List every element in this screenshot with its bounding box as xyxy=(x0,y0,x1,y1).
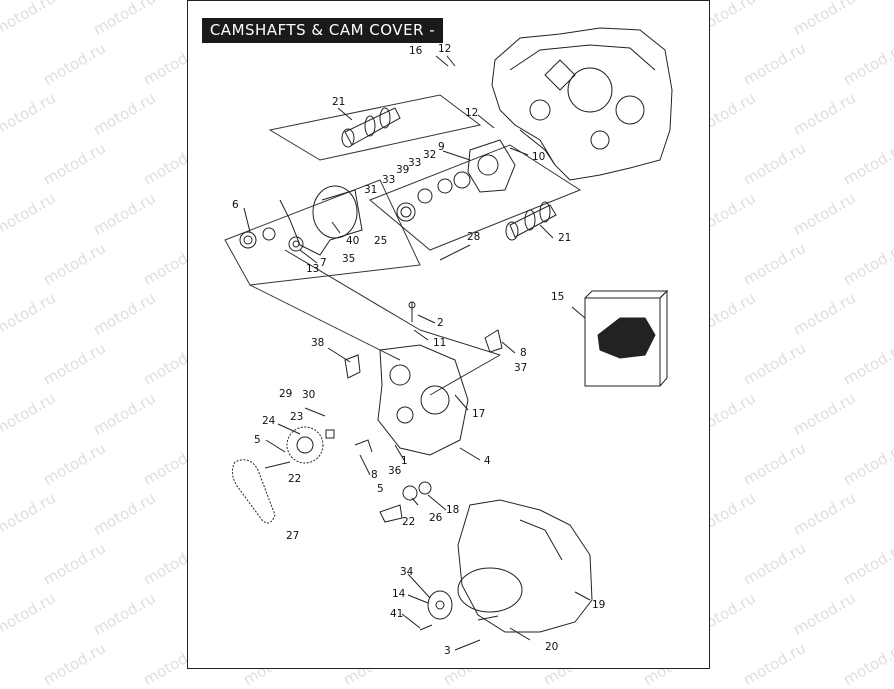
camshaft-lower xyxy=(505,201,557,241)
callout-number: 9 xyxy=(438,141,445,153)
callout-number: 14 xyxy=(392,588,406,600)
callout-number: 24 xyxy=(262,415,276,427)
callout-number: 36 xyxy=(388,465,402,477)
callout-number: 22 xyxy=(402,516,415,528)
callout-number: 31 xyxy=(364,184,377,196)
callout-number: 15 xyxy=(551,291,564,303)
callout-number: 11 xyxy=(433,337,446,349)
callout-number: 32 xyxy=(423,149,436,161)
callout-number: 41 xyxy=(390,608,403,620)
callout-number: 26 xyxy=(429,512,443,524)
callout-number: 40 xyxy=(346,235,359,247)
callout-number: 39 xyxy=(396,164,409,176)
callout-number: 25 xyxy=(374,235,387,247)
callout-number: 33 xyxy=(408,157,421,169)
callout-number: 1 xyxy=(401,455,408,467)
callout-number: 27 xyxy=(286,530,299,542)
callout-number: 5 xyxy=(377,483,384,495)
callout-number: 37 xyxy=(514,362,527,374)
callout-number: 12 xyxy=(438,43,451,55)
exploded-view-diagram: 1612211291032333933316402535713282115211… xyxy=(224,27,673,657)
callout-number: 33 xyxy=(382,174,395,186)
callout-number: 10 xyxy=(532,151,545,163)
oil-pump-drawing xyxy=(417,139,516,204)
callout-number: 21 xyxy=(332,96,345,108)
cam-cover-drawing xyxy=(457,499,593,633)
callout-number: 4 xyxy=(484,455,491,467)
callout-number: 3 xyxy=(444,645,451,657)
callout-number: 2 xyxy=(437,317,444,329)
crankcase-drawing xyxy=(491,27,673,181)
gear-drawing xyxy=(286,426,324,464)
callout-number: 23 xyxy=(290,411,303,423)
callout-number: 13 xyxy=(306,263,319,275)
diagram-title: CAMSHAFTS & CAM COVER - 1690 xyxy=(202,18,443,64)
callout-number: 8 xyxy=(371,469,378,481)
callout-number: 19 xyxy=(592,599,605,611)
callout-number: 35 xyxy=(342,253,355,265)
callout-number: 28 xyxy=(467,231,480,243)
callout-number: 5 xyxy=(254,434,261,446)
callout-number: 12 xyxy=(465,107,478,119)
callout-number: 22 xyxy=(288,473,301,485)
gasket-kit-box-drawing xyxy=(584,289,669,387)
callout-number: 38 xyxy=(311,337,324,349)
callout-number: 7 xyxy=(320,257,327,269)
callout-number: 18 xyxy=(446,504,459,516)
callout-number: 17 xyxy=(472,408,485,420)
pinion-drawing xyxy=(419,590,499,631)
chain-drawing xyxy=(231,459,276,524)
callout-number: 20 xyxy=(545,641,558,653)
cam-chain-drawing xyxy=(279,185,363,256)
camshaft-upper xyxy=(341,107,401,148)
callout-number: 6 xyxy=(232,199,239,211)
callout-number: 16 xyxy=(409,45,423,57)
callout-number: 29 xyxy=(279,388,292,400)
cam-support-plate-drawing xyxy=(344,344,469,456)
callout-number: 34 xyxy=(400,566,414,578)
callout-number: 8 xyxy=(520,347,527,359)
callout-number: 30 xyxy=(302,389,315,401)
callout-number: 21 xyxy=(558,232,571,244)
